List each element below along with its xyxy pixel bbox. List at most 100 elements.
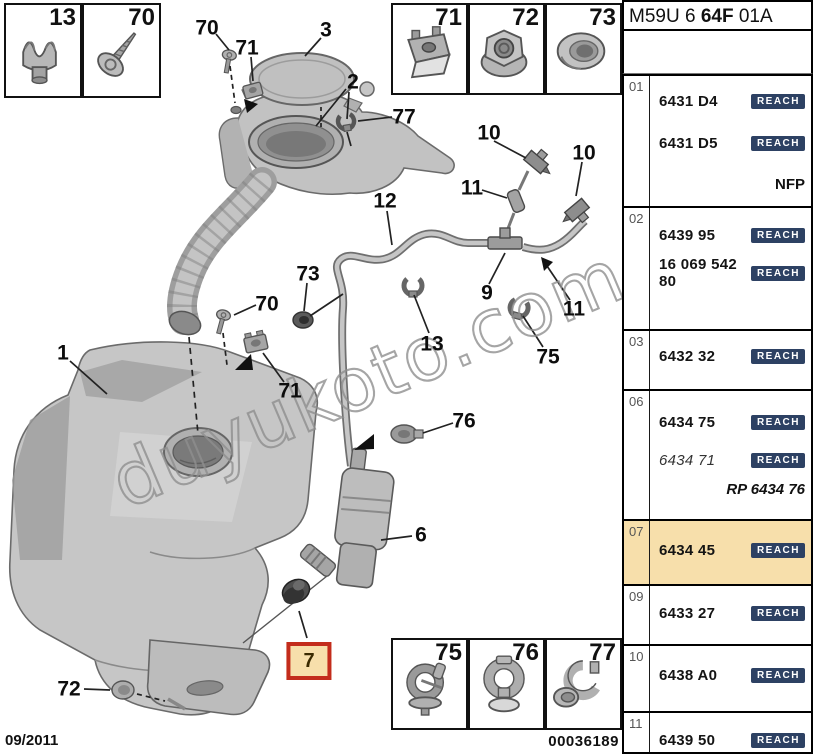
callout-71[interactable]: 71 [278,379,302,403]
parts-row-02[interactable]: 02 6439 95 REACH 16 069 542 80 REACH [624,208,811,331]
inset-box-72[interactable]: 72 [468,3,545,95]
callout-12[interactable]: 12 [373,189,397,213]
part-line[interactable]: 6434 75 REACH [659,411,805,433]
grommet-icon [553,19,609,85]
row-lines: 6433 27 REACH [650,586,811,644]
callout-10[interactable]: 10 [572,141,596,165]
part-line[interactable]: 6433 27 REACH [659,602,805,624]
part-reference[interactable]: 16 069 542 80 [659,256,738,290]
reach-badge[interactable]: REACH [750,542,805,558]
tee-connector [487,227,523,250]
part-line[interactable]: 6439 95 REACH [659,224,805,246]
diagram-artwork: duyukoto.com [8,33,622,716]
plug-bottom [111,680,135,700]
callout-75[interactable]: 75 [536,345,560,369]
reach-badge[interactable]: REACH [750,93,805,109]
inset-number: 70 [128,4,155,31]
callout-77[interactable]: 77 [392,105,416,129]
inset-box-76[interactable]: 76 [468,638,545,730]
part-line[interactable]: 6434 45 REACH [659,539,805,561]
row-index: 01 [624,76,650,206]
callout-1[interactable]: 1 [57,341,69,365]
callout-70[interactable]: 70 [255,292,279,316]
callout-11[interactable]: 11 [460,176,484,200]
reach-badge[interactable]: REACH [750,227,805,243]
callout-9[interactable]: 9 [481,281,493,305]
callout-73[interactable]: 73 [296,262,320,286]
callout-11[interactable]: 11 [562,297,586,321]
callout-10[interactable]: 10 [477,121,501,145]
row-index: 02 [624,208,650,329]
washer-reservoir [8,341,319,716]
row-lines: 6432 32 REACH [650,331,811,389]
callout-71[interactable]: 71 [235,36,259,60]
parts-row-07[interactable]: 07 6434 45 REACH [624,521,811,586]
inset-box-75[interactable]: 75 [391,638,468,730]
reach-badge[interactable]: REACH [750,667,805,683]
inset-box-13[interactable]: 13 [4,3,82,98]
callout-2[interactable]: 2 [347,70,359,94]
row-lines: 6439 50 REACH [650,713,811,752]
part-reference[interactable]: 6431 D5 [659,134,718,152]
leader-arrowheads [235,99,553,450]
pump-axis-line [242,575,328,644]
diagram-date: 09/2011 [5,732,59,749]
reach-badge[interactable]: REACH [750,605,805,621]
reach-badge[interactable]: REACH [750,732,805,748]
empty-band [622,31,813,74]
hoseclip-b-icon [476,654,532,720]
code-bold: 64F [700,6,734,27]
row-index: 06 [624,391,650,519]
inset-box-70[interactable]: 70 [82,3,161,98]
inset-box-73[interactable]: 73 [545,3,622,95]
part-reference[interactable]: 6434 45 [659,541,716,559]
reach-badge[interactable]: REACH [750,135,805,151]
clip-mid [243,329,269,354]
row-lines: 6438 A0 REACH [650,646,811,711]
part-reference[interactable]: 6439 50 [659,731,716,749]
hose-clip-77 [335,112,357,133]
part-line[interactable]: 6432 32 REACH [659,345,805,367]
screw-top [221,49,237,74]
hoseclip-a-icon [399,654,455,720]
part-reference[interactable]: 6434 75 [659,413,716,431]
inset-box-77[interactable]: 77 [545,638,622,730]
callout-selected-7[interactable]: 7 [286,642,332,680]
callout-76[interactable]: 76 [452,409,476,433]
callout-72[interactable]: 72 [57,677,81,701]
screw-mid [215,309,232,335]
reach-badge[interactable]: REACH [750,265,805,281]
part-reference[interactable]: 6432 32 [659,347,716,365]
reach-badge[interactable]: REACH [750,452,805,468]
part-line[interactable]: 6438 A0 REACH [659,664,805,686]
part-reference[interactable]: 6431 D4 [659,92,718,110]
part-line[interactable]: 6439 50 REACH [659,729,805,751]
callout-70[interactable]: 70 [195,16,219,40]
part-reference[interactable]: 6438 A0 [659,666,718,684]
inset-number: 73 [589,4,616,31]
row-index: 07 [624,521,650,584]
reach-badge[interactable]: REACH [750,348,805,364]
part-line[interactable]: 6431 D5 REACH [659,132,805,154]
part-line[interactable]: 6431 D4 REACH [659,90,805,112]
part-line[interactable]: 16 069 542 80 REACH [659,256,805,290]
part-line[interactable]: 6434 71 REACH [659,449,805,471]
reach-badge[interactable]: REACH [750,414,805,430]
callout-13[interactable]: 13 [420,332,444,356]
part-reference[interactable]: 6439 95 [659,226,716,244]
callout-3[interactable]: 3 [320,18,332,42]
clip-top [242,81,264,100]
row-lines: 6439 95 REACH 16 069 542 80 REACH [650,208,811,329]
leader-lines [69,33,583,702]
inset-box-71[interactable]: 71 [391,3,468,95]
callout-6[interactable]: 6 [415,523,427,547]
part-reference[interactable]: 6433 27 [659,604,716,622]
part-reference[interactable]: 6434 71 [659,451,716,469]
